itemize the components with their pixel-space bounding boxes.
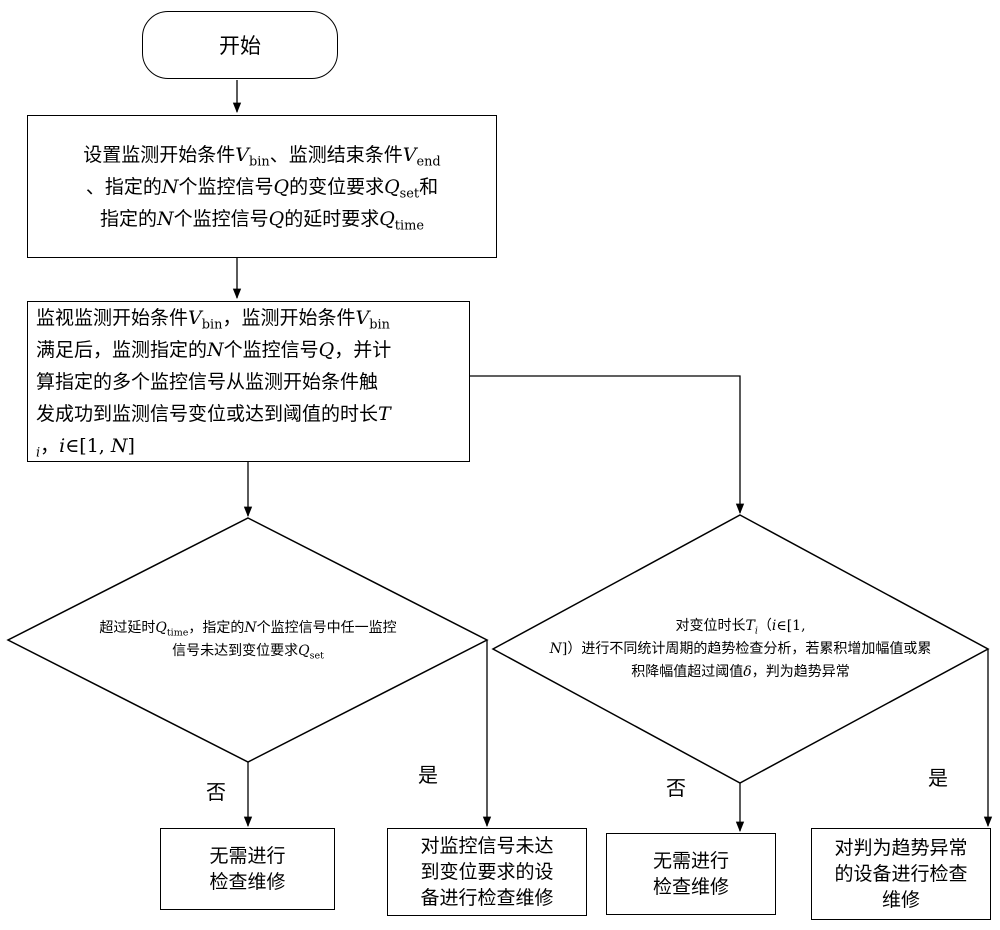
label-right-no: 否 — [666, 776, 686, 800]
start-label: 开始 — [219, 34, 261, 58]
edge-monitor-right-decision — [470, 375, 745, 515]
decision-left-text: 超过延时Qtime，指定的N个监控信号中任一监控 信号未达到变位要求Qset — [99, 620, 397, 662]
label-left-no: 否 — [206, 780, 226, 804]
setup-process: 设置监测开始条件Vbin、监测结束条件Vend 、指定的N个监控信号Q的变位要求… — [27, 115, 497, 258]
start-node: 开始 — [142, 11, 338, 79]
label-right-yes: 是 — [928, 766, 948, 790]
decision-right-text: 对变位时长Ti（i∈[1, N]）进行不同统计周期的趋势检查分析，若累积增加幅值… — [549, 617, 932, 680]
monitor-process: 监视监测开始条件Vbin，监测开始条件Vbin 满足后，监测指定的N个监控信号Q… — [27, 301, 470, 462]
setup-text: 设置监测开始条件Vbin、监测结束条件Vend 、指定的N个监控信号Q的变位要求… — [83, 143, 441, 234]
end-no-repair-2: 无需进行 检查维修 — [606, 833, 776, 915]
monitor-text: 监视监测开始条件Vbin，监测开始条件Vbin 满足后，监测指定的N个监控信号Q… — [36, 306, 392, 461]
end-no-repair-1: 无需进行 检查维修 — [160, 828, 335, 910]
end-repair-signal: 对监控信号未达 到变位要求的设 备进行检查维修 — [387, 828, 587, 916]
end-repair-trend: 对判为趋势异常 的设备进行检查 维修 — [811, 828, 991, 920]
label-left-yes: 是 — [418, 763, 438, 787]
